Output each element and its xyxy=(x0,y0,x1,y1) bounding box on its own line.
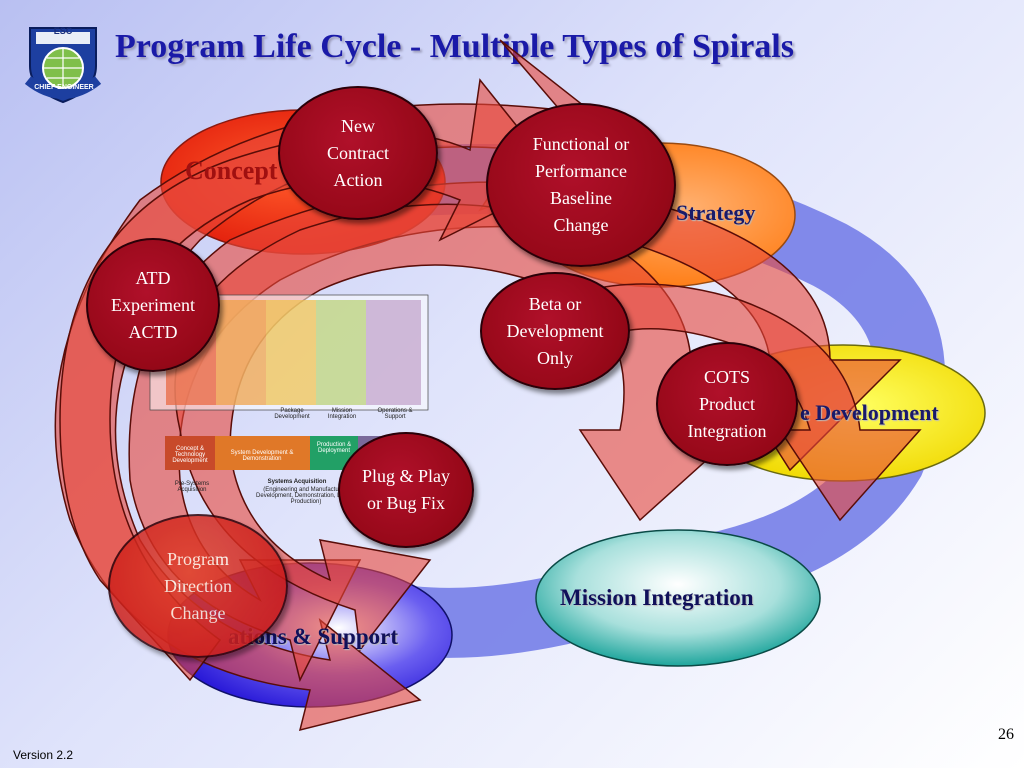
mission-integration-label: Mission Integration xyxy=(560,585,754,610)
logo-bottom-text: CHIEF ENGINEER xyxy=(34,84,94,91)
inset-mission-integration: Mission Integration xyxy=(327,408,357,420)
plug-play-text: Plug & Play or Bug Fix xyxy=(361,466,450,513)
lifecycle-inset xyxy=(149,294,429,470)
inset-phase-production: Production & Deployment xyxy=(316,442,352,454)
inset-systems-acquisition-detail: (Engineering and Manufacturing Developme… xyxy=(256,487,356,505)
plug-play-circle: Plug & Play or Bug Fix xyxy=(338,432,474,548)
inset-package-development: Package Development xyxy=(274,408,310,420)
inset-systems-acquisition: Systems Acquisition xyxy=(267,479,327,485)
cots-product-text: COTS Product Integration xyxy=(687,366,767,441)
strategy-label: Strategy xyxy=(676,200,756,225)
inset-operations-support: Operations & Support xyxy=(377,408,413,420)
cots-product-circle: COTS Product Integration xyxy=(656,342,798,466)
atd-experiment-circle: ATD Experiment ACTD xyxy=(86,238,220,372)
inset-presystems: Pre-Systems Acquisition xyxy=(174,481,210,493)
program-direction-circle: Program Direction Change xyxy=(108,514,288,658)
beta-development-text: Beta or Development Only xyxy=(506,293,604,368)
new-contract-action-text: New Contract Action xyxy=(327,115,389,190)
esc-chief-engineer-logo xyxy=(24,27,102,104)
new-contract-action-circle: New Contract Action xyxy=(278,86,438,220)
concept-label: Concept xyxy=(185,156,278,185)
baseline-change-circle: Functional or Performance Baseline Chang… xyxy=(486,103,676,267)
beta-development-circle: Beta or Development Only xyxy=(480,272,630,390)
program-direction-text: Program Direction Change xyxy=(164,548,232,623)
inset-phase-concept-tech: Concept & Technology Development xyxy=(172,446,208,464)
baseline-change-text: Functional or Performance Baseline Chang… xyxy=(532,134,630,235)
atd-experiment-text: ATD Experiment ACTD xyxy=(111,267,195,342)
mission-oval xyxy=(535,529,821,667)
development-label: e Development xyxy=(800,400,939,425)
logo-top-text: ESC xyxy=(53,26,73,36)
inset-phase-sys-dev: System Development & Demonstration xyxy=(230,450,294,462)
slide-title: Program Life Cycle - Multiple Types of S… xyxy=(115,28,794,65)
version-label: Version 2.2 xyxy=(13,748,74,762)
page-number: 26 xyxy=(998,726,1014,743)
